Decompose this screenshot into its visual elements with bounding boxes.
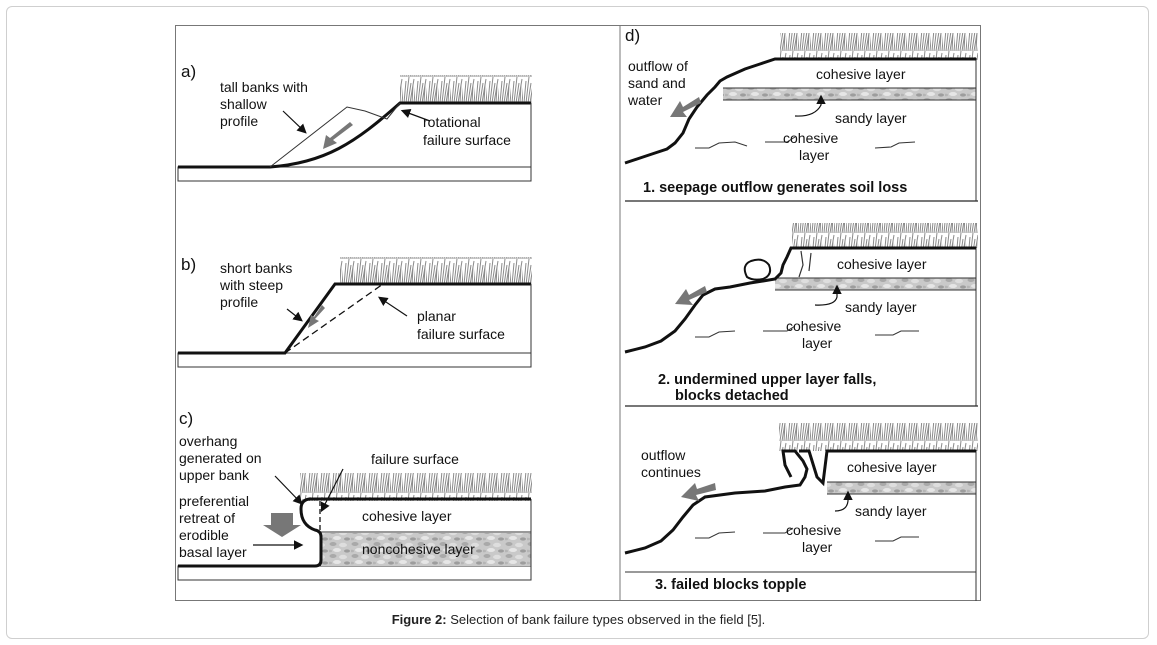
d3-outflow-1: outflow: [641, 447, 686, 463]
b-note-2: with steep: [219, 277, 283, 293]
bank-profile-a: [178, 101, 531, 169]
panel-a-letter: a): [181, 62, 196, 81]
panel-a: a) tall banks with shallow profile rotat…: [177, 62, 532, 182]
detached-block-d2: [743, 258, 772, 281]
d3-cohesive-bottom-2: layer: [802, 539, 833, 555]
d1-outflow-3: water: [627, 92, 663, 108]
bank-profile-d3: [624, 449, 976, 555]
failure-profile-a: [269, 102, 401, 168]
slide-arrow-b: [308, 305, 325, 328]
panel-d2: cohesive layer sandy layer cohesive laye…: [624, 223, 978, 407]
c-retreat-2: retreat of: [179, 510, 235, 526]
panel-c: c) overhang generated on upper bank fail…: [177, 409, 532, 581]
a-note-2: shallow: [220, 96, 268, 112]
caption-text: Selection of bank failure types observed…: [446, 612, 766, 627]
base-a: [177, 166, 532, 182]
panel-d1: d) outflow of sand and water cohesive la…: [624, 26, 978, 202]
d1-sandy: sandy layer: [835, 110, 907, 126]
sandy-layer-d2: [775, 278, 976, 290]
pointer-b1: [286, 308, 303, 322]
grass-d1: [780, 33, 978, 60]
c-overhang-1: overhang: [179, 433, 237, 449]
d2-cohesive-bottom-1: cohesive: [786, 318, 841, 334]
d3-cohesive-top: cohesive layer: [847, 459, 937, 475]
a-note-1: tall banks with: [220, 79, 308, 95]
outflow-arrow-d2: [675, 286, 707, 305]
d1-cohesive-bottom-2: layer: [799, 147, 830, 163]
pointer-d3: [834, 490, 853, 512]
panel-b: b) short banks with steep profile planar…: [177, 255, 532, 368]
a-note-3: profile: [220, 113, 258, 129]
bank-profile-d1: [624, 57, 976, 165]
panel-d-letter: d): [625, 26, 640, 45]
c-retreat-1: preferential: [179, 493, 249, 509]
pointer-d2: [814, 284, 842, 306]
d1-outflow-2: sand and: [628, 75, 686, 91]
panel-b-letter: b): [181, 255, 196, 274]
c-cohesive-label: cohesive layer: [362, 508, 452, 524]
a-surface-2: failure surface: [423, 132, 511, 148]
d1-cohesive-top: cohesive layer: [816, 66, 906, 82]
retreat-arrow-c: [263, 513, 301, 537]
pointer-c2: [320, 468, 344, 513]
pointer-a1: [282, 110, 307, 134]
base-b: [177, 352, 532, 368]
grass-a: [400, 75, 532, 103]
a-surface-1: rotational: [423, 114, 481, 130]
d2-title-1: 2. undermined upper layer falls,: [658, 372, 876, 388]
c-overhang-2: generated on: [179, 450, 262, 466]
d2-title-2: blocks detached: [675, 388, 789, 404]
grass-d2: [792, 223, 978, 248]
outflow-arrow-d3: [681, 483, 716, 501]
c-retreat-4: basal layer: [179, 544, 247, 560]
c-noncohesive-label: noncohesive layer: [362, 541, 475, 557]
grass-b: [340, 257, 532, 284]
bank-profile-b: [178, 282, 531, 355]
c-overhang-3: upper bank: [179, 467, 250, 483]
caption-label: Figure 2:: [391, 612, 447, 627]
d3-sandy: sandy layer: [855, 503, 927, 519]
grass-d3: [779, 423, 978, 451]
figure-caption: Figure 2: Selection of bank failure type…: [0, 612, 1157, 627]
c-retreat-3: erodible: [179, 527, 229, 543]
pointer-d1: [794, 94, 826, 117]
sandy-layer-d3: [827, 482, 976, 494]
d2-cohesive-bottom-2: layer: [802, 335, 833, 351]
b-note-3: profile: [220, 294, 258, 310]
d1-title: 1. seepage outflow generates soil loss: [643, 180, 907, 196]
slide-arrow-a: [323, 122, 353, 149]
d3-cohesive-bottom-1: cohesive: [786, 522, 841, 538]
bank-profile-d2: [624, 246, 976, 354]
pointer-b2: [378, 296, 408, 317]
outflow-arrow-d1: [670, 97, 701, 117]
d2-sandy: sandy layer: [845, 299, 917, 315]
d1-cohesive-bottom-1: cohesive: [783, 130, 838, 146]
c-failure-surface: failure surface: [371, 451, 459, 467]
pointer-a2: [400, 108, 431, 122]
d2-cohesive-top: cohesive layer: [837, 256, 927, 272]
d3-title: 3. failed blocks topple: [655, 577, 806, 593]
sandy-layer-d1: [723, 88, 976, 100]
noncohesive-layer-c: [321, 533, 531, 566]
d3-outflow-2: continues: [641, 464, 701, 480]
base-c: [177, 565, 532, 581]
b-surface-2: failure surface: [417, 326, 505, 342]
planar-failure-line: [284, 283, 384, 354]
panel-c-letter: c): [179, 409, 193, 428]
pointer-c1: [274, 475, 303, 505]
panel-d3: outflow continues cohesive layer sandy l…: [624, 423, 978, 601]
b-note-1: short banks: [220, 260, 292, 276]
grass-c: [300, 473, 532, 501]
d1-outflow-1: outflow of: [628, 58, 688, 74]
b-surface-1: planar: [417, 308, 456, 324]
bank-failure-figure: a) tall banks with shallow profile rotat…: [175, 25, 981, 601]
